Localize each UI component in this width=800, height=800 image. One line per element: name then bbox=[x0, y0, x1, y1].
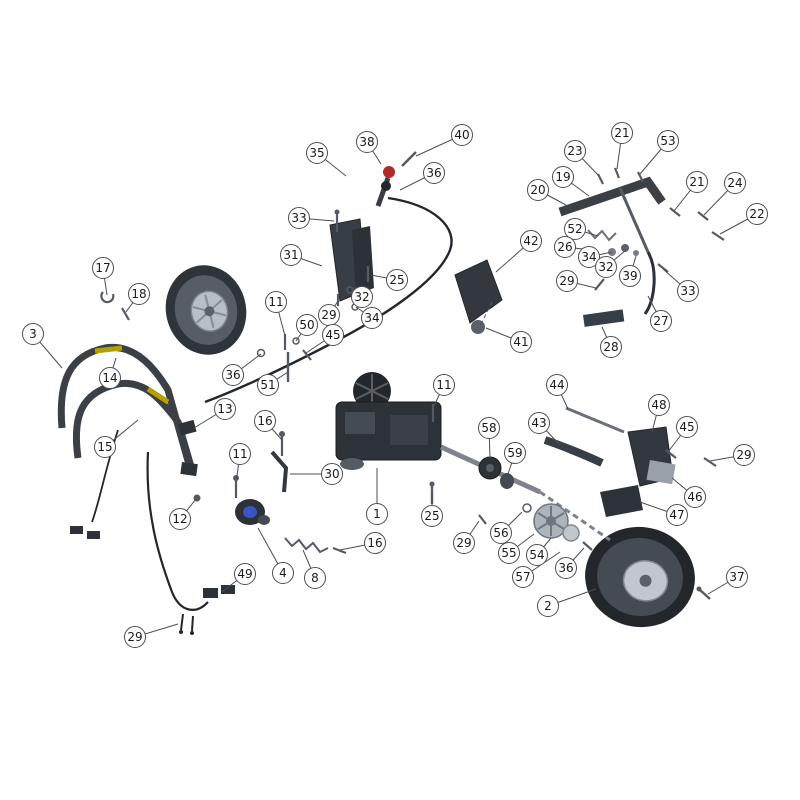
leader-line bbox=[647, 295, 662, 322]
leader-line bbox=[399, 172, 435, 191]
leader-line bbox=[298, 217, 335, 222]
leader-line bbox=[522, 551, 561, 578]
leader-line bbox=[564, 246, 593, 251]
leader-line bbox=[179, 498, 197, 520]
leader-line bbox=[574, 150, 600, 177]
leader-line bbox=[109, 357, 117, 379]
leader-line bbox=[500, 511, 523, 534]
wiring-harness bbox=[70, 429, 235, 635]
leader-line bbox=[193, 408, 226, 429]
clutch-assembly bbox=[235, 499, 347, 555]
leader-line bbox=[366, 141, 382, 165]
leader-line bbox=[639, 140, 669, 175]
leader-line bbox=[302, 549, 316, 579]
leader-line bbox=[32, 333, 63, 369]
leader-line bbox=[556, 384, 569, 410]
leader-line bbox=[355, 306, 373, 319]
leader-line bbox=[264, 420, 283, 441]
leader-line bbox=[290, 254, 323, 267]
pedal-bracket bbox=[454, 259, 503, 334]
leader-line bbox=[488, 427, 491, 459]
leader-line bbox=[339, 542, 376, 551]
leader-line bbox=[102, 267, 108, 296]
leader-line bbox=[275, 301, 286, 337]
leader-line bbox=[295, 324, 308, 342]
brake-linkage bbox=[558, 167, 725, 327]
idler-brackets bbox=[543, 406, 717, 517]
leader-line bbox=[574, 228, 599, 237]
handlebar-assembly bbox=[57, 343, 198, 477]
leader-line bbox=[566, 280, 597, 289]
leader-line bbox=[588, 251, 613, 258]
leader-line bbox=[134, 623, 179, 638]
leader-line bbox=[104, 419, 139, 448]
leader-line bbox=[709, 454, 745, 462]
leader-line bbox=[415, 134, 463, 157]
leader-line bbox=[463, 520, 480, 544]
leader-line bbox=[547, 588, 597, 607]
leader-line bbox=[639, 501, 678, 516]
leader-line bbox=[629, 255, 637, 277]
leader-line bbox=[707, 576, 738, 595]
leader-line bbox=[562, 176, 590, 197]
leader-line bbox=[328, 300, 339, 316]
leader-line bbox=[485, 327, 522, 343]
transmission-assembly bbox=[335, 372, 611, 542]
leader-line bbox=[601, 326, 612, 348]
leader-line bbox=[316, 152, 347, 177]
leader-line bbox=[703, 182, 736, 216]
leader-line bbox=[719, 213, 758, 235]
leader-line bbox=[671, 477, 696, 498]
leader-line bbox=[565, 547, 585, 569]
leader-line bbox=[537, 189, 567, 206]
leader-line bbox=[616, 132, 623, 170]
leader-line bbox=[507, 452, 516, 475]
leader-line bbox=[495, 240, 532, 273]
leader-line bbox=[536, 537, 552, 556]
front-wheel bbox=[165, 265, 247, 355]
leader-line bbox=[508, 533, 535, 554]
leader-line bbox=[662, 268, 689, 292]
leader-line bbox=[673, 181, 698, 212]
leader-line bbox=[257, 527, 284, 574]
leader-line bbox=[370, 274, 398, 281]
axle-hub-parts bbox=[478, 456, 711, 600]
rear-wheel bbox=[585, 526, 695, 628]
leader-line bbox=[125, 293, 140, 313]
control-bracket-assembly bbox=[204, 151, 453, 404]
leader-line bbox=[667, 426, 688, 453]
leader-line bbox=[232, 353, 262, 376]
